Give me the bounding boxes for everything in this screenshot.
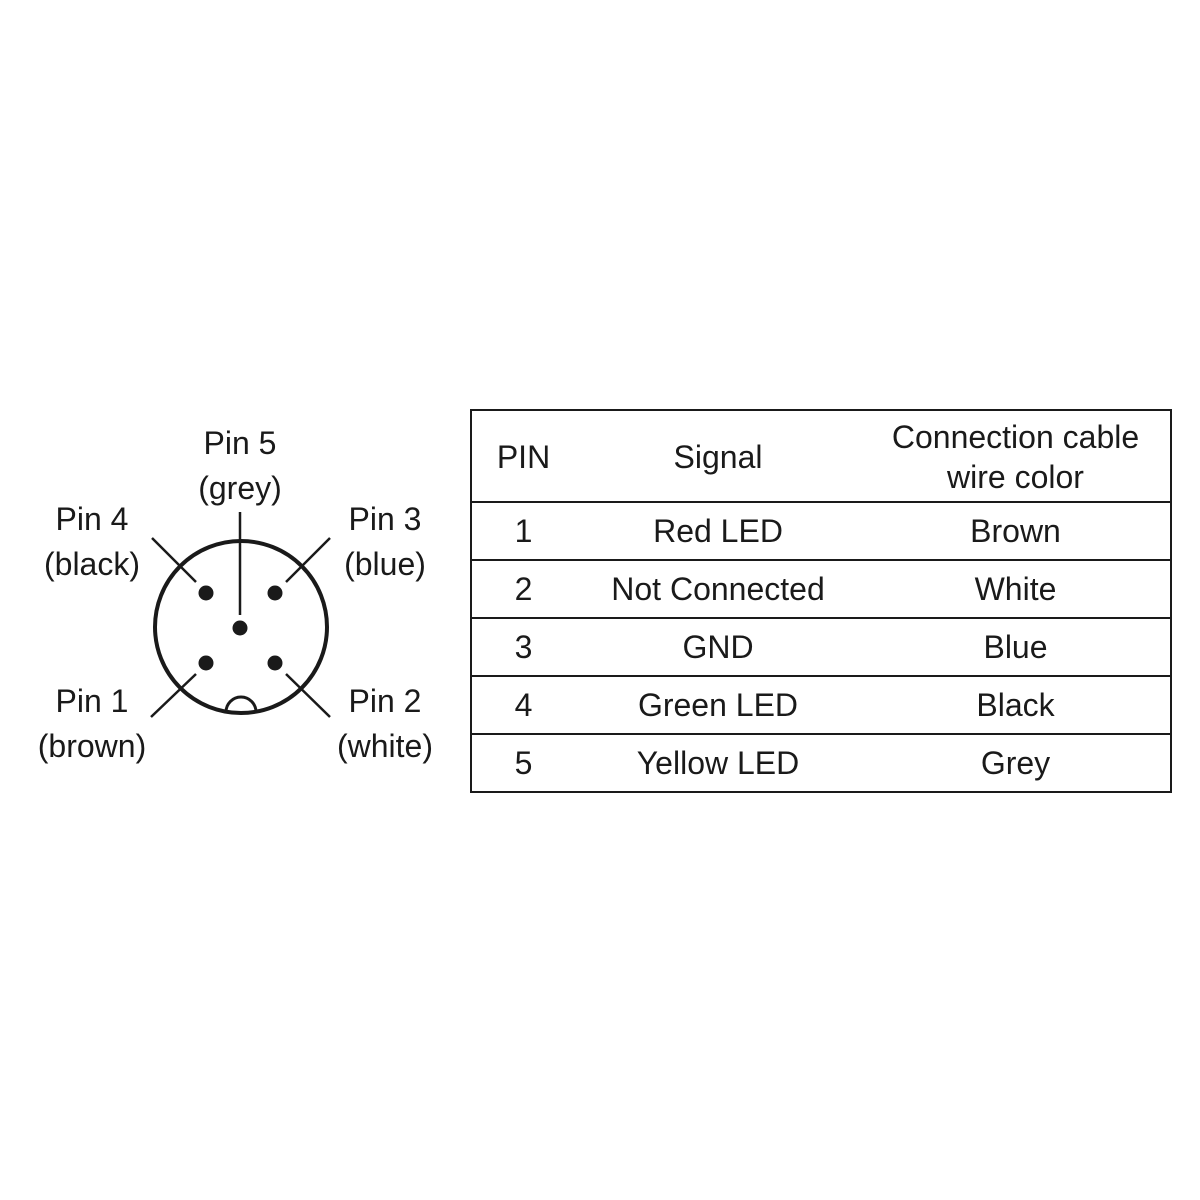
pin-1-leader xyxy=(150,673,197,718)
pin-3-color: (blue) xyxy=(344,546,426,582)
pinout-table: PIN Signal Connection cable wire color 1… xyxy=(470,409,1172,793)
table-row: 5 Yellow LED Grey xyxy=(471,734,1171,792)
cell-pin: 2 xyxy=(471,560,575,619)
table-row: 4 Green LED Black xyxy=(471,676,1171,735)
pin-5-color: (grey) xyxy=(198,470,282,506)
pin-3-contact xyxy=(267,585,283,601)
pin-5-label: Pin 5 xyxy=(204,425,277,461)
cell-signal: Yellow LED xyxy=(636,745,800,781)
pin-1-label: Pin 1 xyxy=(56,683,129,719)
cell-wire-color: White xyxy=(861,560,1171,619)
cell-pin: 3 xyxy=(471,618,575,677)
cell-pin: 4 xyxy=(471,676,575,735)
pin-5-contact xyxy=(232,620,248,636)
table-header-row: PIN Signal Connection cable wire color xyxy=(471,410,1171,503)
connector-key-notch xyxy=(224,695,258,713)
pin-2-leader xyxy=(285,673,331,718)
header-wire-color: Connection cable wire color xyxy=(861,410,1171,503)
cell-signal: Not Connected xyxy=(575,560,861,619)
cell-pin: 5 xyxy=(514,745,533,781)
header-pin: PIN xyxy=(471,410,575,503)
pin-4-color: (black) xyxy=(44,546,140,582)
header-wire-color-line2: wire color xyxy=(947,459,1084,495)
cell-signal: Red LED xyxy=(575,502,861,561)
table-row: 3 GND Blue xyxy=(471,618,1171,677)
cell-wire-color: Grey xyxy=(980,745,1051,781)
header-signal: Signal xyxy=(575,410,861,503)
cell-wire-color: Blue xyxy=(861,618,1171,677)
cell-wire-color: Brown xyxy=(861,502,1171,561)
pin-2-contact xyxy=(267,655,283,671)
pin-1-contact xyxy=(198,655,214,671)
header-wire-color-line1: Connection cable xyxy=(891,419,1140,455)
pin-2-color: (white) xyxy=(337,728,433,764)
table-row: 1 Red LED Brown xyxy=(471,502,1171,561)
cell-signal: GND xyxy=(575,618,861,677)
pin-3-leader xyxy=(285,537,331,583)
pin-4-label: Pin 4 xyxy=(56,501,129,537)
pin-4-leader xyxy=(151,537,197,583)
cell-signal: Green LED xyxy=(575,676,861,735)
cell-wire-color: Black xyxy=(861,676,1171,735)
table-row: 2 Not Connected White xyxy=(471,560,1171,619)
cell-pin: 1 xyxy=(471,502,575,561)
pin-4-contact xyxy=(198,585,214,601)
pin-3-label: Pin 3 xyxy=(349,501,422,537)
pin-1-color: (brown) xyxy=(38,728,146,764)
pin-2-label: Pin 2 xyxy=(349,683,422,719)
